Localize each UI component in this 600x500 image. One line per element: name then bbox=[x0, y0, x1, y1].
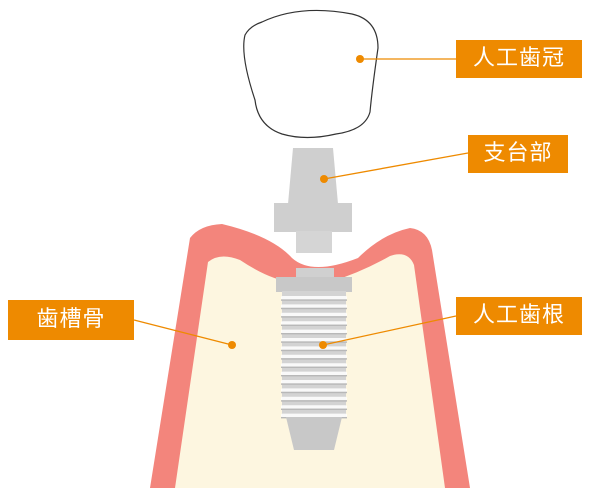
implant-thread bbox=[281, 363, 347, 367]
implant-thread bbox=[281, 354, 347, 359]
implant-thread bbox=[281, 321, 347, 325]
implant-threads bbox=[281, 296, 347, 419]
implant-thread-shadow bbox=[281, 341, 347, 343]
leader-line-abutment bbox=[323, 152, 469, 180]
implant-thread bbox=[281, 380, 347, 384]
leader-dots bbox=[228, 55, 364, 349]
implant-thread bbox=[281, 312, 347, 317]
implant-fixture bbox=[276, 268, 352, 450]
implant-thread-shadow bbox=[281, 299, 347, 301]
label-artificial-crown: 人工歯冠 bbox=[456, 40, 582, 78]
leader-dot-crown bbox=[356, 55, 364, 63]
artificial-crown bbox=[243, 9, 379, 139]
leader-lines bbox=[133, 58, 469, 346]
implant-thread bbox=[281, 346, 347, 350]
implant-thread bbox=[281, 388, 347, 392]
leader-dot-abutment bbox=[320, 175, 328, 183]
implant-thread-shadow bbox=[281, 391, 347, 394]
label-alveolar-bone: 歯槽骨 bbox=[8, 300, 134, 340]
implant-thread-shadow bbox=[281, 375, 347, 377]
implant-thread-shadow bbox=[281, 383, 347, 385]
implant-thread-shadow bbox=[281, 366, 347, 368]
label-abutment: 支台部 bbox=[468, 135, 568, 173]
implant-thread-shadow bbox=[281, 316, 347, 318]
implant-thread bbox=[281, 396, 347, 401]
implant-thread-shadow bbox=[281, 408, 347, 410]
label-artificial-root: 人工歯根 bbox=[456, 297, 582, 335]
implant-thread bbox=[281, 296, 347, 300]
implant-thread-shadow bbox=[281, 349, 347, 352]
implant-thread bbox=[281, 405, 347, 409]
implant-thread bbox=[281, 413, 347, 417]
leader-line-root bbox=[322, 315, 457, 346]
implant-thread-shadow bbox=[281, 307, 347, 310]
implant-thread-shadow bbox=[281, 400, 347, 402]
implant-thread bbox=[281, 371, 347, 375]
abutment bbox=[274, 148, 352, 253]
leader-dot-bone bbox=[228, 341, 236, 349]
implant-thread-shadow bbox=[281, 333, 347, 335]
implant-thread bbox=[281, 338, 347, 342]
implant-thread-shadow bbox=[281, 324, 347, 326]
implant-thread bbox=[281, 329, 347, 333]
leader-line-bone bbox=[133, 319, 233, 346]
implant-thread-shadow bbox=[281, 358, 347, 360]
leader-dot-root bbox=[319, 341, 327, 349]
implant-thread bbox=[281, 304, 347, 308]
